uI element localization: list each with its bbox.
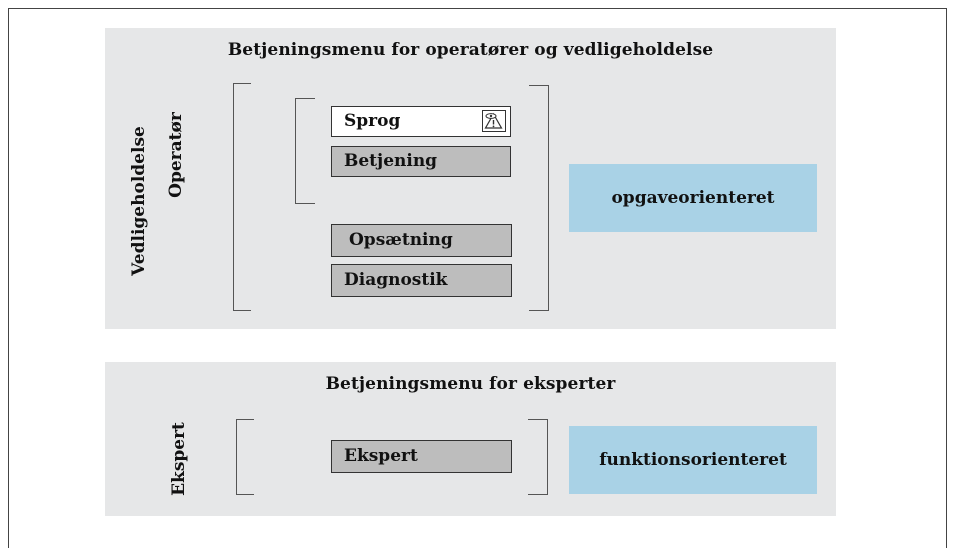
- operator-menu-title: Betjeningsmenu for operatører og vedlige…: [227, 40, 714, 60]
- expert-label: Ekspert: [169, 422, 189, 496]
- menu-item-sprog-label: Sprog: [344, 111, 401, 131]
- operator-maintenance-panel: Betjeningsmenu for operatører og vedlige…: [105, 28, 836, 329]
- menu-item-betjening: Betjening: [331, 146, 511, 177]
- eye-warning-icon: [482, 110, 506, 132]
- menu-item-opsaetning: Opsætning: [331, 224, 512, 257]
- expert-menu-title: Betjeningsmenu for eksperter: [325, 374, 616, 394]
- diagram-frame: [8, 8, 947, 548]
- function-oriented-box: funktionsorienteret: [569, 426, 817, 494]
- menu-item-ekspert: Ekspert: [331, 440, 512, 473]
- expert-panel: Betjeningsmenu for eksperter Ekspert Eks…: [105, 362, 836, 516]
- menu-item-sprog: Sprog: [331, 106, 511, 137]
- maintenance-bracket-right: [529, 85, 549, 311]
- expert-bracket-left: [236, 419, 254, 495]
- maintenance-label: Vedligeholdelse: [129, 126, 149, 276]
- menu-item-diagnostik: Diagnostik: [331, 264, 512, 297]
- maintenance-bracket-left: [233, 83, 251, 311]
- expert-bracket-right: [528, 419, 548, 495]
- operator-label: Operatør: [166, 112, 186, 198]
- task-oriented-box: opgaveorienteret: [569, 164, 817, 232]
- operator-bracket-left: [295, 98, 315, 204]
